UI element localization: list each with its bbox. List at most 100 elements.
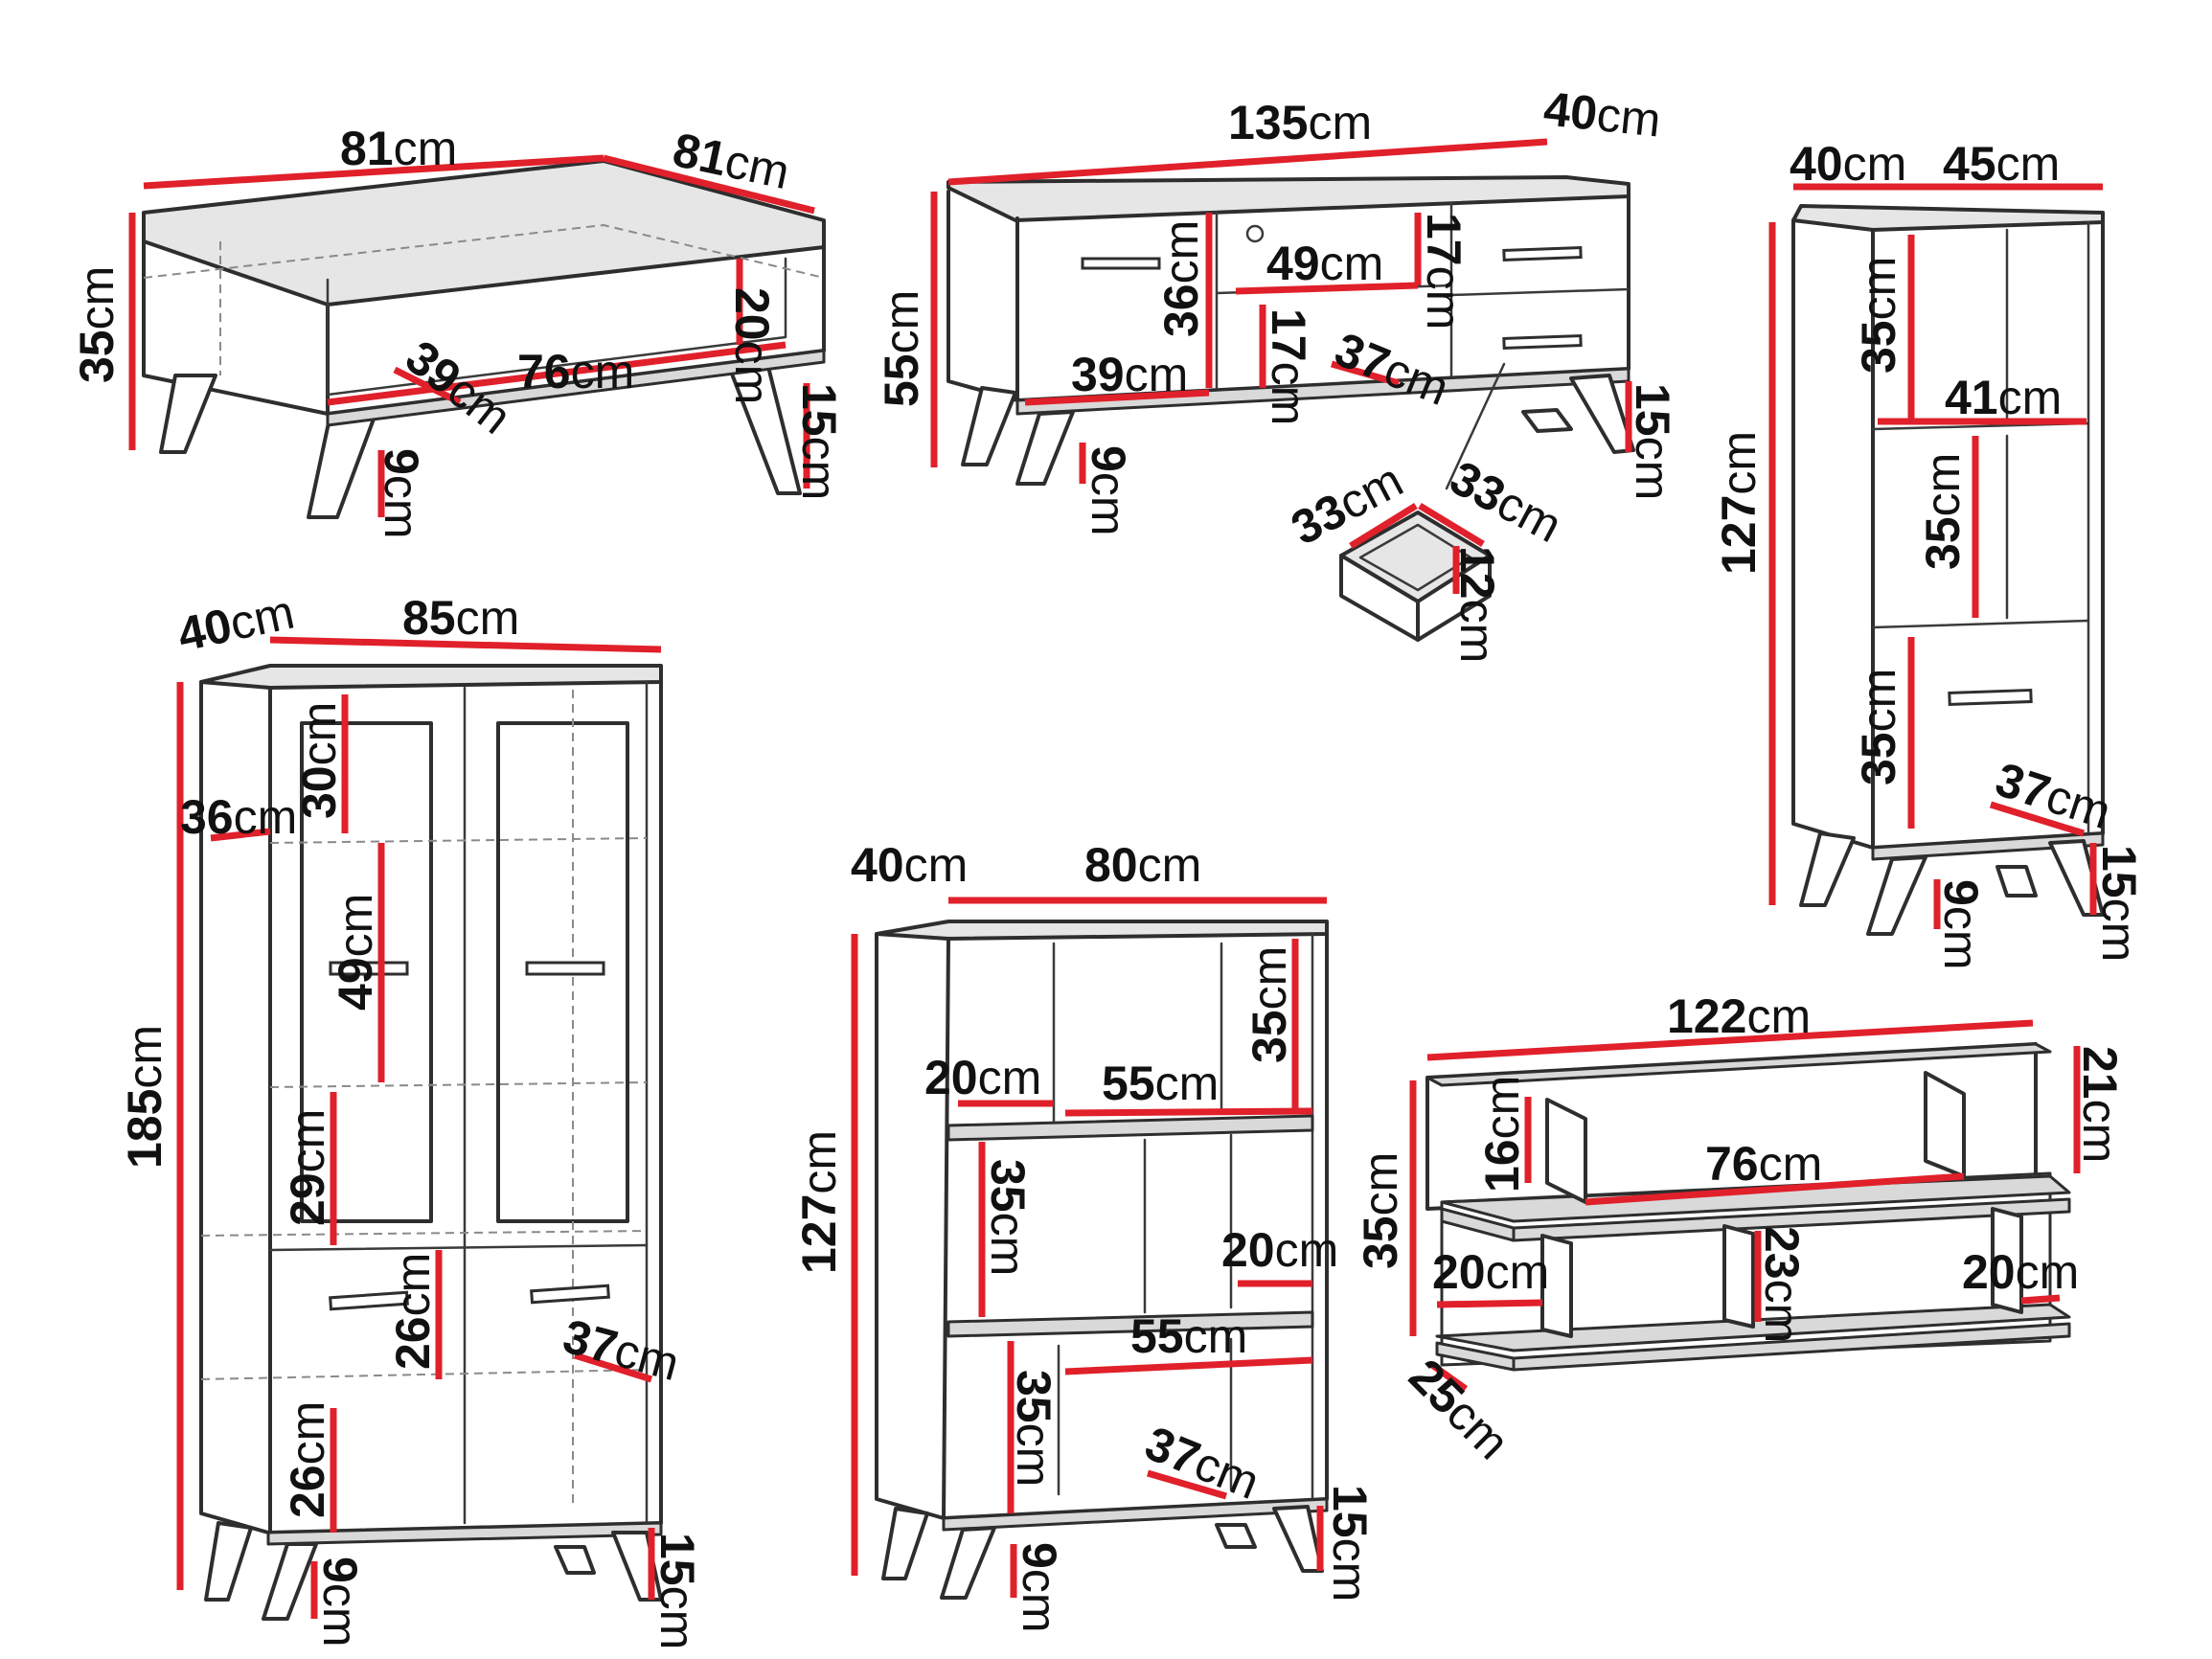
tv-stand-niche-width-label: 49cm bbox=[1266, 237, 1383, 290]
wall-shelf-post bbox=[1722, 1224, 1755, 1329]
tv-stand-top bbox=[946, 175, 1630, 222]
bookcase-bottom-width-label: 55cm bbox=[1130, 1309, 1247, 1363]
bookcase-base bbox=[942, 1497, 1329, 1532]
dim-line bbox=[1436, 1299, 1543, 1308]
tv-stand-handle bbox=[1081, 257, 1161, 270]
wall-shelf-post bbox=[1991, 1207, 2023, 1314]
coffee-table-leg bbox=[159, 374, 217, 454]
wall-shelf-height-label: 35cm bbox=[1354, 1152, 1407, 1269]
tv-stand-knob bbox=[1245, 224, 1265, 243]
narrow-cabinet-top bbox=[1791, 204, 2105, 232]
bookcase-leg bbox=[1272, 1505, 1324, 1573]
narrow-cabinet-height-label: 127cm bbox=[1712, 431, 1766, 575]
bookcase-top-width-label: 55cm bbox=[1102, 1057, 1219, 1110]
display-cabinet-leg bbox=[262, 1542, 318, 1621]
dim-line bbox=[1064, 1356, 1313, 1375]
tv-stand-handle bbox=[1502, 246, 1583, 261]
bookcase-shelf bbox=[946, 1114, 1314, 1142]
dim-line bbox=[1989, 801, 2086, 837]
dim-line bbox=[393, 366, 462, 406]
tv-stand-leg bbox=[961, 386, 1017, 466]
display-cabinet-height-label: 185cm bbox=[118, 1025, 171, 1169]
coffee-table-height-label: 35cm bbox=[70, 266, 124, 383]
display-cabinet-handle bbox=[530, 1284, 610, 1305]
narrow-cabinet-shelf-width-label: 41cm bbox=[1945, 371, 2062, 424]
display-cabinet-base bbox=[266, 1521, 663, 1546]
narrow-cabinet-leg bbox=[1866, 855, 1927, 936]
tv-stand-leg-height-label: 15cm bbox=[1626, 383, 1679, 500]
wall-shelf-width-label: 122cm bbox=[1667, 989, 1811, 1043]
bookcase-height-label: 127cm bbox=[792, 1130, 846, 1274]
display-cabinet-hidden-shelf bbox=[269, 837, 648, 844]
tv-stand-upper-niche-height-label: 17cm bbox=[1417, 213, 1471, 330]
display-cabinet-hidden-shelf bbox=[269, 1081, 648, 1088]
wall-shelf bbox=[1425, 1042, 2071, 1372]
narrow-cabinet-clearance-label: 9cm bbox=[1934, 879, 1988, 969]
narrow-cabinet-leg bbox=[1799, 831, 1856, 907]
dim-line bbox=[1429, 1362, 1469, 1392]
bookcase-bottom-shelf-label: 35cm bbox=[1007, 1370, 1060, 1487]
dim-line bbox=[1426, 1019, 2034, 1061]
wall-shelf-right-depth-label: 20cm bbox=[1962, 1245, 2079, 1299]
display-cabinet-leg bbox=[554, 1545, 596, 1575]
wall-shelf-top-board-side bbox=[1512, 1197, 2071, 1242]
coffee-table-hidden-edge bbox=[143, 223, 825, 279]
display-cabinet-door-mid-label: 26cm bbox=[386, 1253, 440, 1370]
bookcase-leg-height-label: 15cm bbox=[1323, 1485, 1377, 1602]
coffee-table-clearance-label: 9cm bbox=[375, 448, 428, 538]
wall-shelf-middle-height-label: 23cm bbox=[1755, 1226, 1809, 1343]
wall-shelf-divider bbox=[1545, 1098, 1587, 1204]
dim-line bbox=[1064, 1107, 1313, 1117]
wall-shelf-bottom-board-side bbox=[1512, 1322, 2071, 1372]
bookcase-side-depth-label: 20cm bbox=[924, 1051, 1041, 1104]
wall-shelf-top-height-label: 21cm bbox=[2073, 1046, 2127, 1163]
display-cabinet-width-label: 85cm bbox=[402, 591, 519, 645]
dim-line bbox=[1349, 503, 1418, 549]
tv-stand-width-label: 135cm bbox=[1228, 96, 1372, 149]
tv-stand-leg bbox=[1521, 408, 1573, 433]
tv-stand-drawer-callout bbox=[1445, 362, 1506, 490]
dim-line bbox=[1147, 1469, 1227, 1500]
display-cabinet-handle bbox=[329, 1290, 409, 1311]
coffee-table-leg-height-label: 15cm bbox=[792, 383, 846, 500]
display-cabinet-lower-glass-label: 29cm bbox=[281, 1109, 334, 1226]
coffee-table-inner-depth-label: 39cm bbox=[396, 330, 521, 444]
display-cabinet-handle bbox=[329, 961, 409, 976]
bookcase-leg bbox=[1215, 1523, 1257, 1549]
bookcase bbox=[875, 920, 1329, 1600]
narrow-cabinet-leg bbox=[2048, 839, 2105, 917]
dim-line bbox=[327, 341, 787, 406]
bookcase-leg bbox=[881, 1507, 929, 1580]
tv-stand-lower-niche-height-label: 17cm bbox=[1262, 308, 1315, 425]
drawer-height-label: 12cm bbox=[1450, 546, 1504, 663]
bookcase-mid-depth-label: 20cm bbox=[1221, 1223, 1338, 1277]
narrow-cabinet-width-label: 45cm bbox=[1943, 137, 2060, 191]
dim-line bbox=[947, 138, 1548, 186]
bookcase-leg bbox=[940, 1526, 996, 1600]
dim-line bbox=[269, 636, 662, 653]
dim-line bbox=[603, 154, 815, 215]
dim-line bbox=[1235, 282, 1419, 295]
bookcase-width-label: 80cm bbox=[1084, 838, 1201, 892]
display-cabinet-top bbox=[199, 664, 663, 690]
bookcase-mid-shelf-label: 35cm bbox=[981, 1159, 1035, 1276]
dim-line bbox=[1024, 389, 1210, 406]
narrow-cabinet-handle bbox=[1948, 688, 2033, 707]
bookcase-top bbox=[875, 920, 1329, 941]
tv-stand-compartment-height-label: 36cm bbox=[1154, 220, 1208, 337]
wall-shelf-post bbox=[1540, 1234, 1573, 1338]
tv-stand-clearance-label: 9cm bbox=[1082, 445, 1135, 535]
coffee-table-leg bbox=[307, 412, 377, 519]
narrow-cabinet-leg bbox=[1995, 865, 2038, 898]
dim-line bbox=[1585, 1172, 1965, 1206]
drawer-inside bbox=[1358, 523, 1472, 592]
display-cabinet-leg-height-label: 15cm bbox=[650, 1533, 704, 1649]
bookcase-shelf bbox=[946, 1310, 1314, 1338]
display-cabinet bbox=[199, 664, 663, 1621]
display-cabinet-top-section-label: 30cm bbox=[292, 702, 346, 819]
dim-line bbox=[2020, 1294, 2061, 1305]
coffee-table-opening bbox=[326, 257, 787, 397]
dim-line bbox=[1418, 503, 1485, 547]
dim-line bbox=[1331, 360, 1400, 387]
